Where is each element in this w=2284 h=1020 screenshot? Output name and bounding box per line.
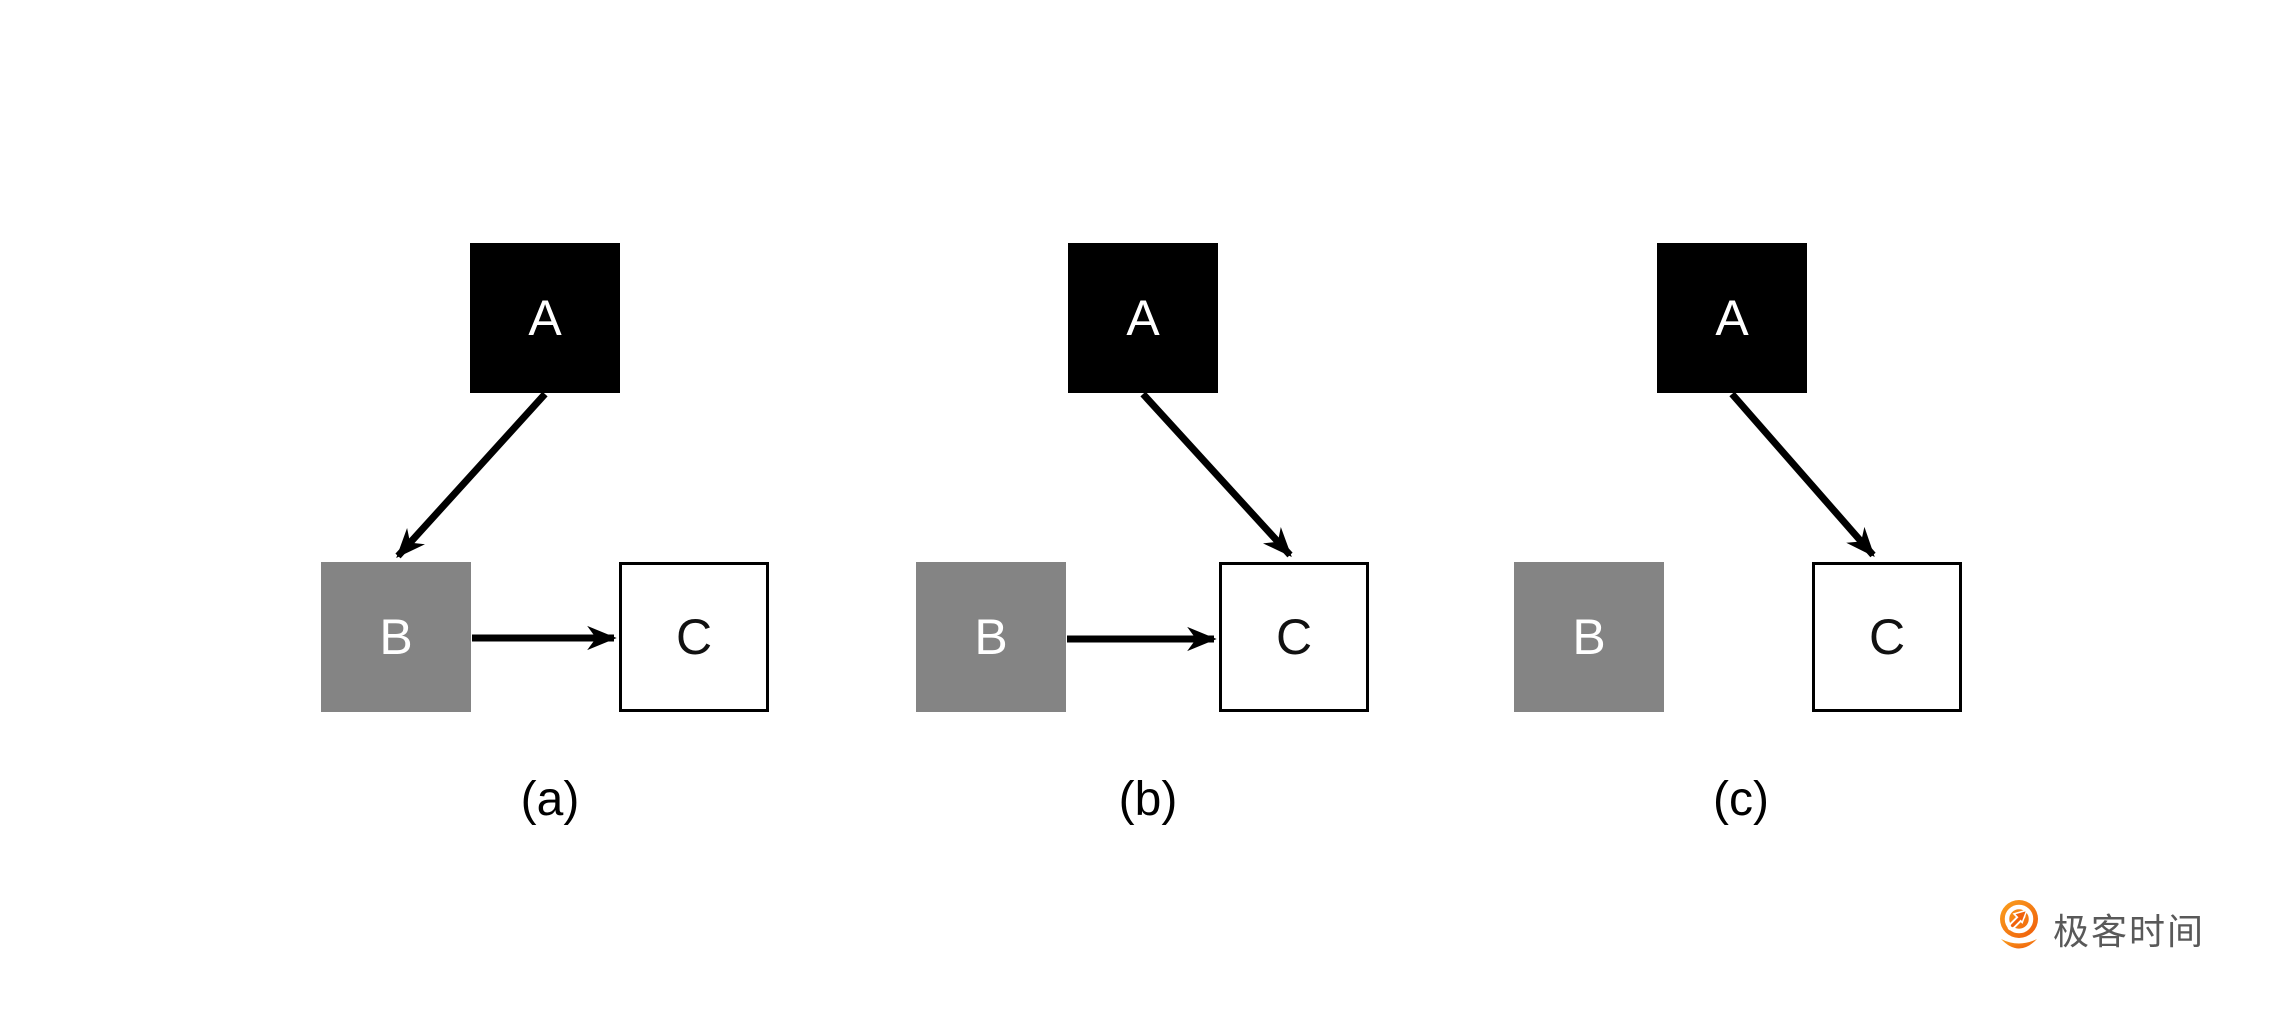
- node-c-C: C: [1812, 562, 1962, 712]
- edge-b-A-to-C: [1140, 391, 1293, 558]
- node-b-A: A: [1068, 243, 1218, 393]
- node-b-B: B: [916, 562, 1066, 712]
- node-a-A: A: [470, 243, 620, 393]
- node-a-C: C: [619, 562, 769, 712]
- caption-c: (c): [1713, 773, 1769, 826]
- geektime-logo-text: 极客时间: [2053, 911, 2206, 952]
- edge-c-A-to-C: [1729, 391, 1876, 558]
- geektime-logo-icon: [2000, 900, 2038, 949]
- caption-b: (b): [1118, 773, 1178, 826]
- edge-a-A-to-B: [395, 391, 548, 559]
- geektime-logo: 极客时间: [1997, 900, 2205, 958]
- caption-a: (a): [520, 773, 580, 826]
- node-c-A: A: [1657, 243, 1807, 393]
- node-c-B: B: [1514, 562, 1664, 712]
- node-b-C: C: [1219, 562, 1369, 712]
- node-a-B: B: [321, 562, 471, 712]
